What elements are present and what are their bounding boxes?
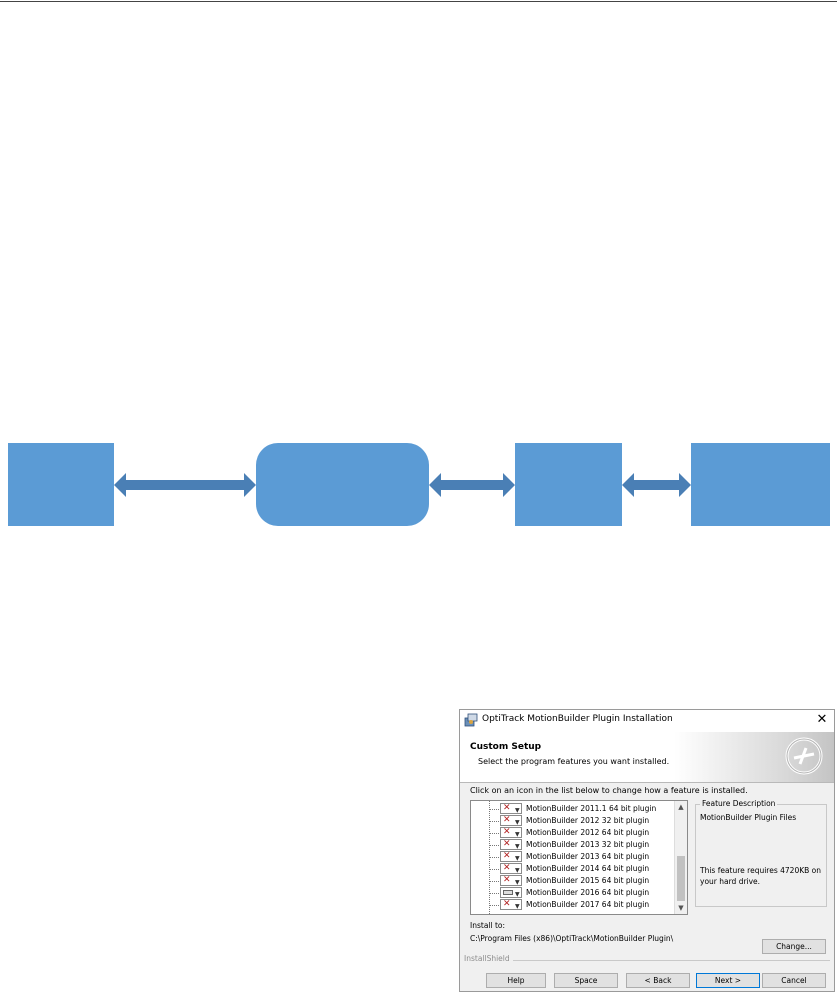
double-arrow-1 xyxy=(114,473,256,497)
x-icon: ✕ xyxy=(503,851,511,861)
chevron-down-icon: ▼ xyxy=(515,819,520,826)
install-to-label: Install to: xyxy=(470,921,506,930)
installer-icon xyxy=(464,713,478,727)
chevron-down-icon: ▼ xyxy=(515,831,520,838)
feature-label: MotionBuilder 2015 64 bit plugin xyxy=(526,876,650,885)
page-subtitle: Select the program features you want ins… xyxy=(478,757,670,766)
feature-requirement-text: This feature requires 4720KB on your har… xyxy=(700,866,822,886)
header-banner: Custom Setup Select the program features… xyxy=(460,732,834,783)
feature-state-dropdown[interactable]: ✕▼ xyxy=(500,851,522,862)
title-bar: OptiTrack MotionBuilder Plugin Installat… xyxy=(460,710,834,732)
feature-state-dropdown[interactable]: ✕▼ xyxy=(500,827,522,838)
chevron-down-icon: ▼ xyxy=(515,891,520,898)
feature-state-dropdown[interactable]: ✕▼ xyxy=(500,875,522,886)
feature-state-dropdown[interactable]: ✕▼ xyxy=(500,863,522,874)
feature-row[interactable]: ✕▼ MotionBuilder 2013 32 bit plugin xyxy=(471,839,676,851)
installshield-brand: InstallShield xyxy=(464,954,513,963)
x-icon: ✕ xyxy=(503,827,511,837)
double-arrow-3 xyxy=(622,473,691,497)
chevron-down-icon: ▼ xyxy=(515,807,520,814)
feature-row[interactable]: ✕▼ MotionBuilder 2012 64 bit plugin xyxy=(471,827,676,839)
optitrack-logo-icon xyxy=(785,737,823,775)
flow-diagram xyxy=(0,440,837,530)
chevron-down-icon: ▼ xyxy=(515,855,520,862)
diagram-box-1 xyxy=(8,443,114,526)
feature-description-group: Feature Description MotionBuilder Plugin… xyxy=(695,799,827,907)
page-top-rule xyxy=(0,1,837,2)
scroll-up-icon[interactable]: ▲ xyxy=(678,803,684,811)
back-button[interactable]: < Back xyxy=(626,973,690,988)
x-icon: ✕ xyxy=(503,863,511,873)
feature-state-dropdown[interactable]: ✕▼ xyxy=(500,815,522,826)
chevron-down-icon: ▼ xyxy=(515,867,520,874)
dialog-title: OptiTrack MotionBuilder Plugin Installat… xyxy=(482,714,673,724)
feature-state-dropdown[interactable]: ▼ xyxy=(500,887,522,898)
diagram-box-2 xyxy=(256,443,429,526)
feature-row[interactable]: ✕▼ MotionBuilder 2011.1 64 bit plugin xyxy=(471,803,676,815)
feature-state-dropdown[interactable]: ✕▼ xyxy=(500,899,522,910)
drive-icon xyxy=(503,890,513,895)
feature-label: MotionBuilder 2016 64 bit plugin xyxy=(526,888,650,897)
feature-label: MotionBuilder 2012 32 bit plugin xyxy=(526,816,650,825)
feature-label: MotionBuilder 2013 64 bit plugin xyxy=(526,852,650,861)
page-title: Custom Setup xyxy=(470,742,542,752)
x-icon: ✕ xyxy=(503,815,511,825)
help-button[interactable]: Help xyxy=(486,973,546,988)
feature-state-dropdown[interactable]: ✕▼ xyxy=(500,839,522,850)
x-icon: ✕ xyxy=(503,839,511,849)
chevron-down-icon: ▼ xyxy=(515,903,520,910)
tree-scrollbar[interactable]: ▲ ▼ xyxy=(674,801,687,914)
feature-label: MotionBuilder 2011.1 64 bit plugin xyxy=(526,804,657,813)
double-arrow-2 xyxy=(429,473,515,497)
feature-description-title: MotionBuilder Plugin Files xyxy=(700,813,797,822)
space-button[interactable]: Space xyxy=(554,973,618,988)
close-button[interactable]: ✕ xyxy=(816,712,828,727)
installer-dialog: OptiTrack MotionBuilder Plugin Installat… xyxy=(459,709,835,992)
feature-row[interactable]: ✕▼ MotionBuilder 2017 64 bit plugin xyxy=(471,899,676,911)
diagram-box-4 xyxy=(691,443,830,526)
feature-label: MotionBuilder 2013 32 bit plugin xyxy=(526,840,650,849)
x-icon: ✕ xyxy=(503,899,511,909)
chevron-down-icon: ▼ xyxy=(515,843,520,850)
change-button[interactable]: Change... xyxy=(762,939,826,954)
next-button[interactable]: Next > xyxy=(696,973,760,988)
diagram-box-3 xyxy=(515,443,622,526)
feature-row[interactable]: ✕▼ MotionBuilder 2014 64 bit plugin xyxy=(471,863,676,875)
install-path: C:\Program Files (x86)\OptiTrack\MotionB… xyxy=(470,934,674,943)
feature-row[interactable]: ✕▼ MotionBuilder 2012 32 bit plugin xyxy=(471,815,676,827)
feature-row[interactable]: ✕▼ MotionBuilder 2013 64 bit plugin xyxy=(471,851,676,863)
feature-state-dropdown[interactable]: ✕▼ xyxy=(500,803,522,814)
instruction-text: Click on an icon in the list below to ch… xyxy=(470,786,748,795)
scroll-thumb[interactable] xyxy=(677,856,685,901)
feature-label: MotionBuilder 2014 64 bit plugin xyxy=(526,864,650,873)
feature-description-legend: Feature Description xyxy=(700,799,778,808)
x-icon: ✕ xyxy=(503,803,511,813)
chevron-down-icon: ▼ xyxy=(515,879,520,886)
cancel-button[interactable]: Cancel xyxy=(762,973,826,988)
feature-tree[interactable]: ✕▼ MotionBuilder 2011.1 64 bit plugin ✕▼… xyxy=(470,800,688,915)
scroll-down-icon[interactable]: ▼ xyxy=(678,904,684,912)
feature-label: MotionBuilder 2012 64 bit plugin xyxy=(526,828,650,837)
feature-label: MotionBuilder 2017 64 bit plugin xyxy=(526,900,650,909)
feature-row[interactable]: ▼ MotionBuilder 2016 64 bit plugin xyxy=(471,887,676,899)
feature-row[interactable]: ✕▼ MotionBuilder 2015 64 bit plugin xyxy=(471,875,676,887)
divider xyxy=(466,960,830,961)
x-icon: ✕ xyxy=(503,875,511,885)
